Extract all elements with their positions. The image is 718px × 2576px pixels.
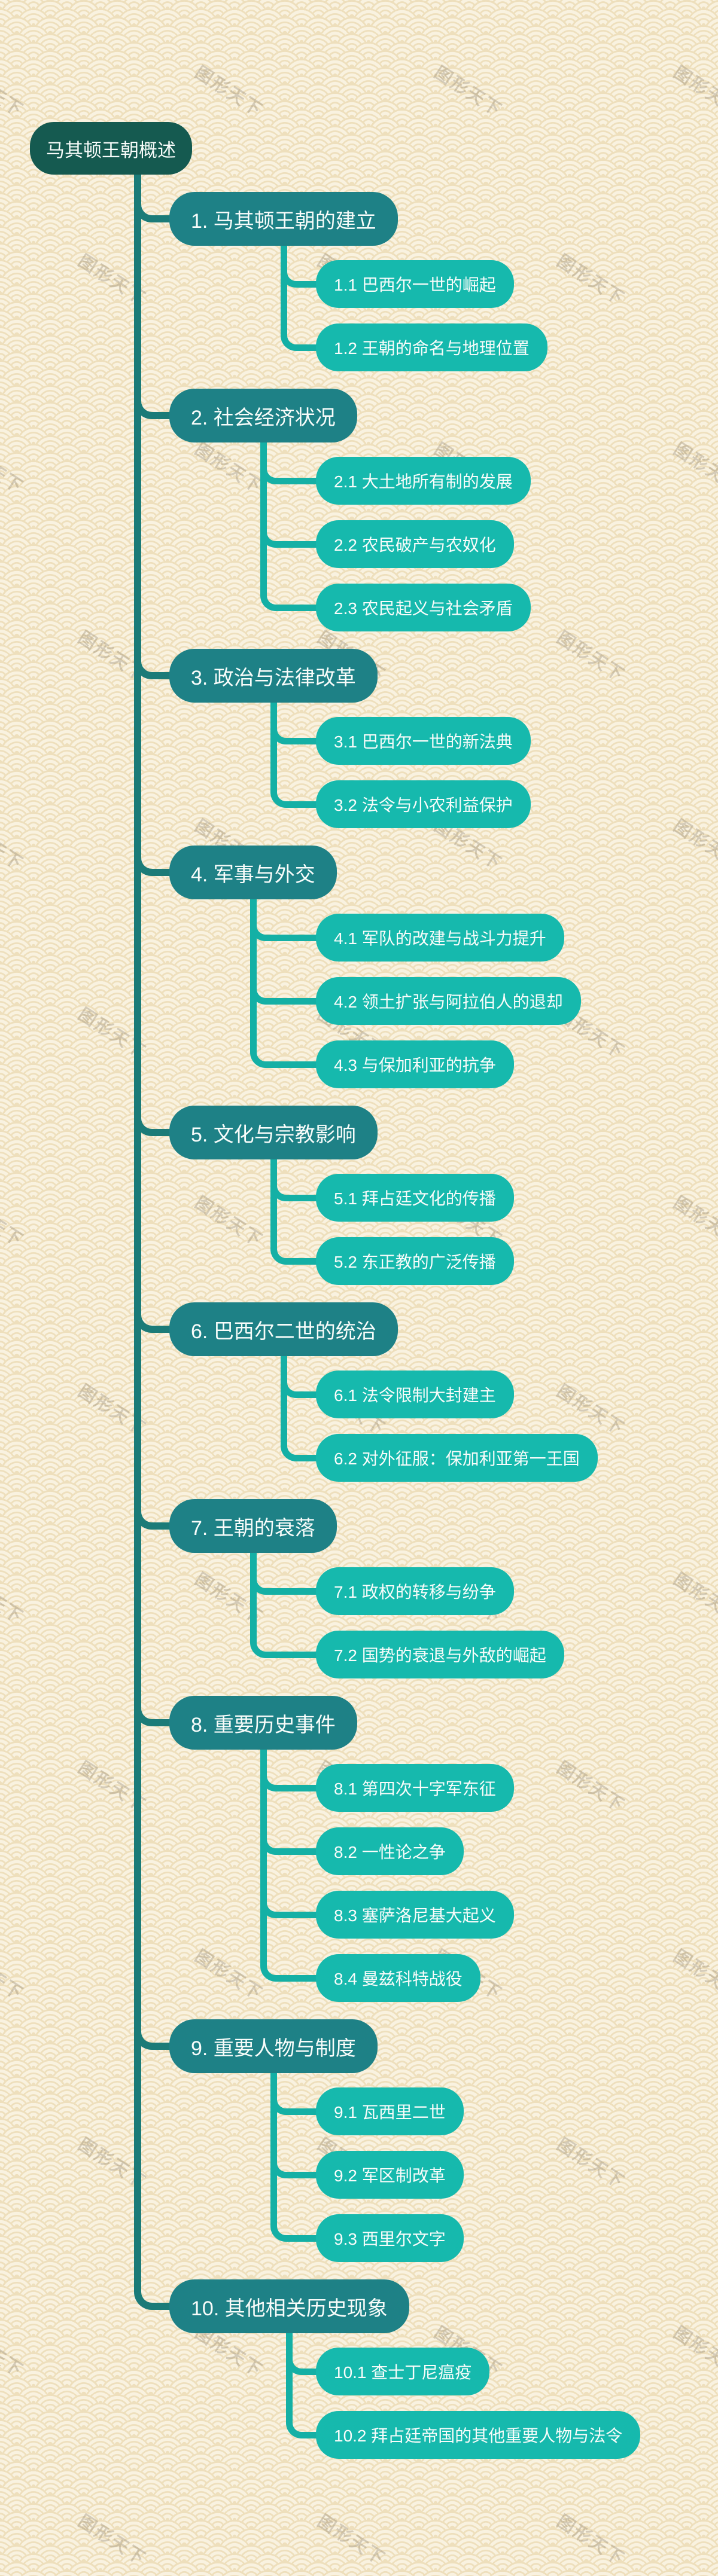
leaf-trunk-connector: [270, 2070, 277, 2220]
watermark-text: 图形天下: [670, 1570, 718, 1628]
watermark-text: 图形天下: [553, 1758, 628, 1816]
mindmap-node-leaf[interactable]: 9.3 西里尔文字: [316, 2214, 464, 2262]
watermark-text: 图形天下: [0, 2323, 27, 2381]
leaf-connector: [250, 1565, 321, 1595]
mindmap-node-leaf[interactable]: 2.2 农民破产与农奴化: [316, 520, 514, 568]
watermark-text: 图形天下: [191, 1946, 266, 2004]
watermark-text: 图形天下: [0, 816, 27, 874]
watermark-text: 图形天下: [670, 1946, 718, 2004]
mindmap-node-leaf[interactable]: 8.2 一性论之争: [316, 1827, 464, 1875]
mindmap-node-leaf[interactable]: 10.1 查士丁尼瘟疫: [316, 2348, 490, 2395]
leaf-connector: [280, 258, 321, 288]
watermark-text: 图形天下: [191, 439, 266, 498]
leaf-connector: [250, 1628, 321, 1658]
watermark-text: 图形天下: [553, 2511, 628, 2569]
leaf-trunk-connector: [250, 896, 257, 1046]
leaf-trunk-connector: [280, 243, 287, 329]
mindmap-root-node[interactable]: 马其顿王朝概述: [30, 122, 192, 175]
watermark-text: 图形天下: [191, 63, 266, 121]
mindmap-node-leaf[interactable]: 2.3 农民起义与社会矛盾: [316, 584, 531, 631]
leaf-connector: [280, 1368, 321, 1398]
mindmap-node-leaf[interactable]: 5.2 东正教的广泛传播: [316, 1237, 514, 1285]
mindmap-node-leaf[interactable]: 6.2 对外征服：保加利亚第一王国: [316, 1434, 598, 1482]
leaf-trunk-connector: [270, 1156, 277, 1243]
mindmap-node-leaf[interactable]: 6.1 法令限制大封建主: [316, 1371, 514, 1418]
watermark-text: 图形天下: [0, 1570, 27, 1628]
watermark-text: 图形天下: [670, 816, 718, 874]
mindmap-node-leaf[interactable]: 8.3 塞萨洛尼基大起义: [316, 1891, 514, 1939]
mindmap-node-leaf[interactable]: 9.1 瓦西里二世: [316, 2087, 464, 2135]
leaf-trunk-connector: [270, 700, 277, 786]
mindmap-node-leaf[interactable]: 2.1 大土地所有制的发展: [316, 457, 531, 505]
mindmap-node-leaf[interactable]: 4.1 军队的改建与战斗力提升: [316, 914, 564, 962]
mindmap-node-leaf[interactable]: 1.1 巴西尔一世的崛起: [316, 260, 514, 308]
leaf-connector: [270, 2085, 321, 2115]
mindmap-node-leaf[interactable]: 8.4 曼兹科特战役: [316, 1954, 480, 2002]
leaf-connector: [260, 454, 321, 484]
watermark-text: 图形天下: [314, 2511, 389, 2569]
leaf-connector: [270, 2148, 321, 2178]
watermark-text: 图形天下: [191, 1193, 266, 1251]
mindmap-node-leaf[interactable]: 9.2 军区制改革: [316, 2151, 464, 2199]
mindmap-node-branch[interactable]: 3. 政治与法律改革: [169, 649, 378, 703]
watermark-text: 图形天下: [553, 628, 628, 686]
watermark-text: 图形天下: [553, 2135, 628, 2193]
leaf-connector: [260, 518, 321, 548]
watermark-text: 图形天下: [670, 2323, 718, 2381]
leaf-connector: [250, 1038, 321, 1068]
watermark-text: 图形天下: [0, 1946, 27, 2004]
leaf-trunk-connector: [260, 1747, 267, 1960]
watermark-text: 图形天下: [670, 63, 718, 121]
main-trunk-connector: [134, 149, 141, 2292]
leaf-connector: [250, 911, 321, 941]
mindmap-node-leaf[interactable]: 7.2 国势的衰退与外敌的崛起: [316, 1631, 564, 1678]
leaf-connector: [270, 778, 321, 808]
leaf-connector: [286, 2409, 321, 2438]
leaf-connector: [280, 1432, 321, 1461]
mindmap-node-branch[interactable]: 7. 王朝的衰落: [169, 1499, 337, 1553]
mindmap-node-branch[interactable]: 10. 其他相关历史现象: [169, 2279, 409, 2333]
mindmap-node-branch[interactable]: 6. 巴西尔二世的统治: [169, 1302, 398, 1356]
mindmap-node-branch[interactable]: 8. 重要历史事件: [169, 1696, 357, 1750]
mindmap-node-branch[interactable]: 4. 军事与外交: [169, 846, 337, 899]
leaf-trunk-connector: [260, 439, 267, 590]
watermark-text: 图形天下: [74, 2511, 150, 2569]
mindmap-node-branch[interactable]: 1. 马其顿王朝的建立: [169, 192, 398, 246]
mindmap-node-leaf[interactable]: 5.1 拜占廷文化的传播: [316, 1174, 514, 1222]
leaf-trunk-connector: [280, 1353, 287, 1440]
leaf-connector: [286, 2345, 321, 2375]
leaf-connector: [280, 321, 321, 351]
leaf-connector: [270, 1235, 321, 1265]
leaf-connector: [260, 1825, 321, 1855]
mindmap-node-leaf[interactable]: 3.1 巴西尔一世的新法典: [316, 717, 531, 765]
watermark-text: 图形天下: [0, 1193, 27, 1251]
leaf-connector: [260, 1762, 321, 1791]
mindmap-node-leaf[interactable]: 4.3 与保加利亚的抗争: [316, 1040, 514, 1088]
watermark-text: 图形天下: [0, 63, 27, 121]
mindmap-node-leaf[interactable]: 7.1 政权的转移与纷争: [316, 1567, 514, 1615]
leaf-trunk-connector: [250, 1550, 257, 1637]
leaf-trunk-connector: [286, 2330, 293, 2417]
mindmap-node-leaf[interactable]: 3.2 法令与小农利益保护: [316, 780, 531, 828]
mindmap-node-leaf[interactable]: 4.2 领土扩张与阿拉伯人的退却: [316, 977, 581, 1025]
leaf-connector: [270, 2212, 321, 2242]
mindmap-node-branch[interactable]: 5. 文化与宗教影响: [169, 1106, 378, 1159]
leaf-connector: [260, 1888, 321, 1918]
mindmap-node-branch[interactable]: 9. 重要人物与制度: [169, 2019, 378, 2073]
leaf-connector: [270, 715, 321, 744]
watermark-text: 图形天下: [553, 1381, 628, 1439]
watermark-text: 图形天下: [553, 251, 628, 309]
mindmap-node-leaf[interactable]: 10.2 拜占廷帝国的其他重要人物与法令: [316, 2411, 641, 2459]
leaf-connector: [260, 581, 321, 611]
watermark-text: 图形天下: [0, 439, 27, 498]
watermark-text: 图形天下: [670, 1193, 718, 1251]
watermark-text: 图形天下: [670, 439, 718, 498]
leaf-connector: [260, 1952, 321, 1982]
mindmap-node-branch[interactable]: 2. 社会经济状况: [169, 389, 357, 442]
watermark-text: 图形天下: [430, 63, 506, 121]
mindmap-node-leaf[interactable]: 1.2 王朝的命名与地理位置: [316, 323, 547, 371]
leaf-connector: [250, 975, 321, 1005]
mindmap-node-leaf[interactable]: 8.1 第四次十字军东征: [316, 1764, 514, 1812]
leaf-connector: [270, 1171, 321, 1201]
